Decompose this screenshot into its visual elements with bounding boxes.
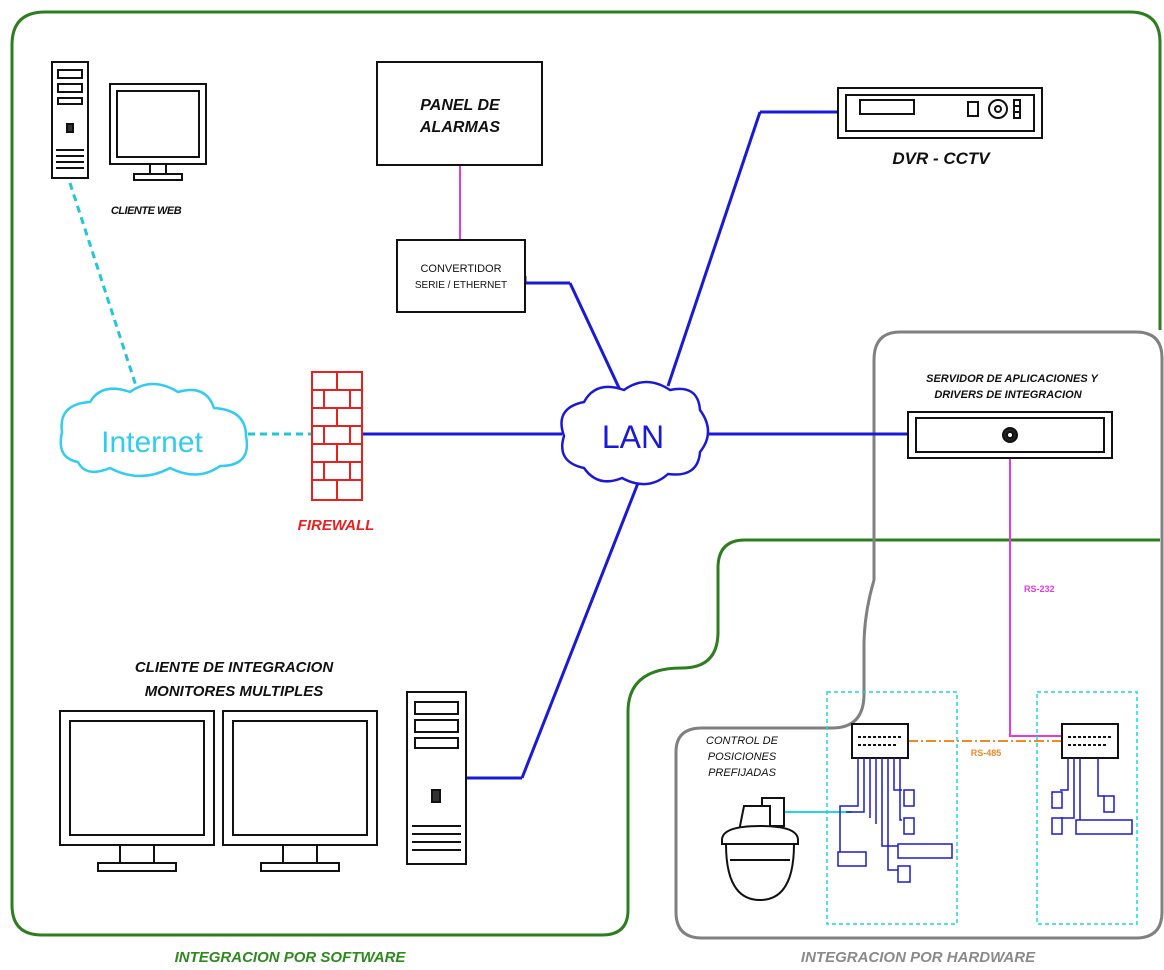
- server-label-line2: DRIVERS DE INTEGRACION: [934, 389, 1082, 401]
- web-client-tower-icon: [51, 61, 89, 179]
- dvr-icon: [837, 87, 1043, 139]
- alarm-panel-box: [376, 61, 543, 166]
- app-server-icon: [907, 411, 1113, 459]
- server-label-line1: SERVIDOR DE APLICACIONES Y: [926, 373, 1099, 385]
- control-label-line2: POSICIONES: [708, 751, 777, 763]
- ptz-camera-icon: [721, 797, 799, 902]
- software-caption: INTEGRACION POR SOFTWARE: [175, 949, 407, 966]
- web-client-monitor-icon: [109, 83, 207, 181]
- internet-label: Internet: [101, 426, 203, 459]
- monitor-left-icon: [59, 710, 215, 872]
- internet-links: [68, 182, 312, 436]
- integration-tower-icon: [406, 691, 467, 865]
- integration-client-label-line2: MONITORES MULTIPLES: [145, 683, 324, 700]
- alarm-panel-label-line1: PANEL DE: [420, 97, 501, 114]
- control-label-line1: CONTROL DE: [706, 735, 779, 747]
- cliente-web-label: CLIENTE WEB: [111, 205, 182, 217]
- converter-label-line1: CONVERTIDOR: [420, 263, 501, 275]
- lan-label: LAN: [602, 419, 664, 455]
- alarm-panel-label-line2: ALARMAS: [419, 119, 500, 136]
- lan-links: [362, 110, 908, 780]
- monitor-right-icon: [222, 710, 378, 872]
- rs232-label: RS-232: [1024, 584, 1055, 594]
- firewall-icon: [311, 371, 363, 501]
- lan-cloud-icon: [560, 380, 710, 486]
- firewall-label: FIREWALL: [298, 517, 375, 534]
- converter-label-line2: SERIE / ETHERNET: [415, 280, 507, 291]
- hardware-region-border: [674, 330, 1164, 940]
- hardware-caption: INTEGRACION POR HARDWARE: [801, 949, 1036, 966]
- hardware-panel-1: [826, 691, 958, 925]
- software-region-border: [10, 10, 1162, 937]
- rs485-label: RS-485: [971, 748, 1002, 758]
- integration-client-label-line1: CLIENTE DE INTEGRACION: [135, 659, 335, 676]
- internet-cloud-icon: [59, 382, 249, 478]
- control-label-line3: PREFIJADAS: [708, 767, 777, 779]
- dvr-label: DVR - CCTV: [892, 149, 991, 168]
- hardware-panel-2: [1036, 691, 1138, 925]
- serial-links: [459, 166, 1062, 737]
- converter-box: [396, 239, 526, 313]
